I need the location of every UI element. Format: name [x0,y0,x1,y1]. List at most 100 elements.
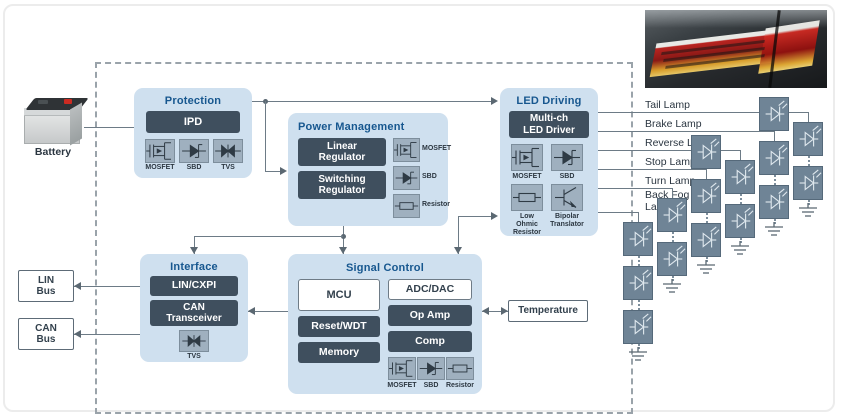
led-symbol [657,198,687,232]
linear-regulator-block[interactable]: Linear Regulator [298,138,386,166]
mosfet-label: MOSFET [145,164,175,171]
reset-wdt-block[interactable]: Reset/WDT [298,316,380,337]
led-drop-tail [808,112,809,122]
led-connector [672,276,674,279]
can-transceiver-block[interactable]: CAN Transceiver [150,300,238,326]
led-symbol [793,122,823,156]
wire-protection-to-led-driving [252,101,495,102]
mosfet-label: MOSFET [512,173,542,180]
sbd-label: SBD [559,173,575,180]
block-led-driving[interactable]: LED Driving Multi-ch LED Driver MOSFET S… [500,88,598,236]
schottky-diode-symbol [393,166,420,190]
arrow-can-bus [74,329,81,338]
led-symbol [691,135,721,169]
led-symbol [759,97,789,131]
temperature-sensor-box[interactable]: Temperature [508,300,588,322]
lamp-lead-backfog [598,212,639,213]
sbd-label: SBD [422,173,437,180]
sbd-label: SBD [186,164,202,171]
lin-cxpi-block[interactable]: LIN/CXPI [150,276,238,296]
can-bus-box[interactable]: CAN Bus [18,318,74,350]
lamp-label-tail: Tail Lamp [645,99,690,111]
led-symbol [691,223,721,257]
battery-label: Battery [34,146,72,158]
block-signal-control[interactable]: Signal Control MCU Reset/WDT Memory ADC/… [288,254,482,394]
mosfet-label: MOSFET [422,145,452,152]
wire-can-to-interface [74,334,144,335]
wire-lin-to-interface [74,286,144,287]
wire-signal-control-to-led-driving-v [458,216,459,254]
arrow-temperature-right [501,306,508,315]
led-symbol [623,222,653,256]
block-protection[interactable]: Protection IPD MOSFET SBD TVS [134,88,252,178]
led-drop-backfog [638,212,639,222]
switching-regulator-block[interactable]: Switching Regulator [298,171,386,199]
low-ohmic-resistor-label: Low Ohmic Resistor [512,213,541,236]
ground-symbol [626,347,650,366]
led-connector [774,175,776,185]
battery-graphic [18,98,89,146]
mosfet-symbol [145,139,175,163]
mcu-block[interactable]: MCU [298,279,380,311]
wire-signalcontrol-to-temperature [482,311,508,312]
mosfet-label: MOSFET [387,382,417,389]
multi-ch-led-driver-block[interactable]: Multi-ch LED Driver [509,111,589,138]
arrow-into-led-driving-bottom [491,211,498,220]
led-connector [638,300,640,310]
mosfet-symbol [388,357,416,380]
led-symbol [725,160,755,194]
schottky-diode-symbol [179,139,209,163]
led-connector [706,257,708,260]
block-interface[interactable]: Interface LIN/CXPI CAN Transceiver TVS [140,254,248,362]
led-connector [740,194,742,204]
wire-battery-to-protection [84,127,146,128]
power-management-title: Power Management [298,121,405,133]
wire-signal-control-to-led-driving-h [458,216,496,217]
lin-bus-box[interactable]: LIN Bus [18,270,74,302]
signal-control-title: Signal Control [346,262,424,274]
adc-dac-block[interactable]: ADC/DAC [388,279,472,300]
resistor-symbol [393,194,420,218]
comp-block[interactable]: Comp [388,331,472,352]
led-symbol [691,179,721,213]
led-symbol [759,185,789,219]
bipolar-translator-label: Bipolar Translator [550,213,584,228]
arrow-into-led-driving [491,96,498,105]
memory-block[interactable]: Memory [298,342,380,363]
sbd-label: SBD [423,382,439,389]
lamp-lead-brake [598,131,775,132]
led-drop-brake [774,131,775,141]
led-drop-stop [706,169,707,179]
arrow-into-interface [189,247,198,254]
ground-symbol [660,279,684,298]
protection-title: Protection [164,95,222,107]
lamp-label-stop: Stop Lamp [645,156,696,168]
tvs-label: TVS [187,353,201,360]
ground-symbol [762,222,786,241]
outer-frame [3,4,835,412]
resistor-label: Resistor [422,201,451,208]
led-connector [808,156,810,166]
led-symbol [725,204,755,238]
block-power-management[interactable]: Power Management Linear Regulator Switch… [288,113,452,226]
lamp-lead-turn [598,188,673,189]
arrow-into-signal-control-left [338,247,347,254]
ground-symbol [694,260,718,279]
led-drop-reverse [740,150,741,160]
schottky-diode-symbol [417,357,445,380]
arrow-into-interface-right [248,306,255,315]
bipolar-transistor-symbol [551,184,583,211]
ground-symbol [728,241,752,260]
wire-interface-to-signal-control [248,311,288,312]
led-connector [638,344,640,347]
protection-ipd-block[interactable]: IPD [146,111,240,133]
interface-title: Interface [170,261,218,273]
resistor-symbol [446,357,474,380]
led-symbol [657,242,687,276]
led-symbol [793,166,823,200]
op-amp-block[interactable]: Op Amp [388,305,472,326]
mosfet-symbol [393,138,420,162]
arrow-into-signal-control-right [453,247,462,254]
wire-to-power-management-h [265,171,283,172]
